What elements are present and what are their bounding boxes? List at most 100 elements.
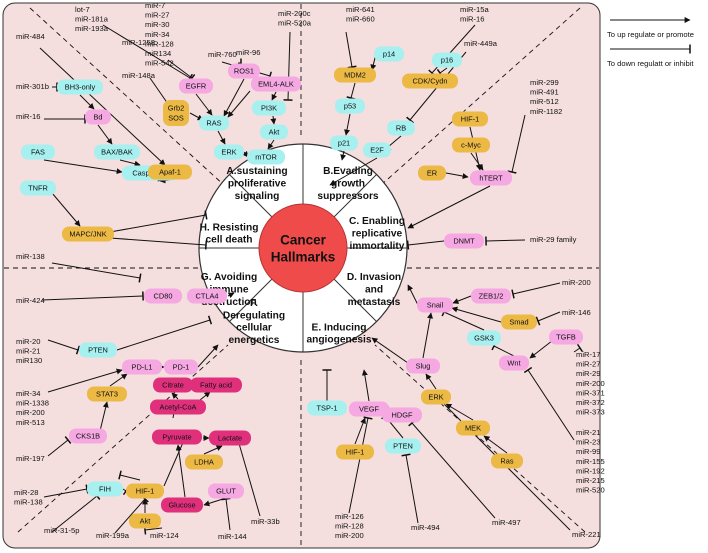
mirna-labels: lot-7miR-181amiR-193amiR-7miR-27miR-30mi… xyxy=(14,1,605,541)
node-tnfr-shape xyxy=(20,180,56,196)
node-fih-label: FIH xyxy=(99,485,111,494)
node-ras2-label: Ras xyxy=(500,457,513,466)
mirna-label-line: miR-155 xyxy=(576,457,605,466)
node-snail: Snail xyxy=(417,297,453,313)
node-p53: p53 xyxy=(335,98,365,114)
node-p14: p14 xyxy=(374,46,404,62)
node-egfr-shape xyxy=(179,78,213,94)
node-hdgf-shape xyxy=(382,407,422,423)
node-pten1-label: PTEN xyxy=(88,346,108,355)
hallmark-c-label: replicative xyxy=(352,229,403,240)
inhibit-connector xyxy=(143,525,163,535)
node-acoa-shape xyxy=(150,399,206,415)
node-citrate: Citrate xyxy=(153,377,193,393)
node-ros1-shape xyxy=(228,63,260,79)
promote-connector xyxy=(217,130,226,145)
mirna-mir138a: miR-138 xyxy=(16,252,45,261)
mirna-label-line: miR-21 xyxy=(576,428,600,437)
promote-connector xyxy=(227,90,251,118)
promote-connector xyxy=(43,159,123,175)
node-hif1f: HIF-1 xyxy=(126,483,164,499)
node-mapc-label: MAPC/JNK xyxy=(69,230,106,239)
node-htert-shape xyxy=(470,170,512,186)
mirna-mir148a: miR-148a xyxy=(122,71,156,80)
node-pyruvate: Pyruvate xyxy=(152,429,202,445)
mirna-label-line: miR-148a xyxy=(122,71,156,80)
mirna-mir301b: miR-301b xyxy=(16,82,49,91)
mirna-label-line: miR-27 xyxy=(145,11,169,20)
inhibit-connector xyxy=(102,24,193,83)
node-tsp1-label: TSP-1 xyxy=(317,404,338,413)
pathway-connectors xyxy=(39,24,584,535)
mirna-mir17: miR-17miR-27miR-29miR-200miR-371miR-372m… xyxy=(576,350,605,417)
mirna-mir7: miR-7miR-27miR-30miR-34miR-128miR134miR-… xyxy=(145,1,174,68)
mirna-label-line: miR-126 xyxy=(335,512,364,521)
node-pten2-label: PTEN xyxy=(393,442,413,451)
mirna-label-line: miR-424 xyxy=(16,296,45,305)
mirna-label-line: miR-1258 xyxy=(122,38,155,47)
legend: To up regulate or promote To down regula… xyxy=(607,17,694,68)
inhibit-connector xyxy=(167,59,196,83)
inhibit-connector xyxy=(436,67,448,78)
node-pten1-shape xyxy=(79,342,117,358)
node-lactate-label: Lactate xyxy=(218,434,242,443)
mirna-label-line: miR-15a xyxy=(460,5,489,14)
inhibit-connector xyxy=(507,114,526,174)
promote-connector xyxy=(452,295,472,304)
node-snail-label: Snail xyxy=(427,301,444,310)
node-ldha-shape xyxy=(185,454,223,470)
mirna-label-line: miR-484 xyxy=(16,32,45,41)
node-ldha: LDHA xyxy=(185,454,223,470)
node-pten1: PTEN xyxy=(79,342,117,358)
node-erk1-shape xyxy=(214,144,244,160)
node-ctla4-shape xyxy=(187,288,227,304)
node-p16-label: p16 xyxy=(441,56,453,65)
node-tnfr-label: TNFR xyxy=(28,184,48,193)
node-e2f: E2F xyxy=(363,142,391,158)
node-baxbak-shape xyxy=(94,144,140,160)
inhibit-connector xyxy=(51,262,142,283)
node-pd1-label: PD-1 xyxy=(173,363,190,372)
ring-divider xyxy=(229,174,273,218)
node-mek-label: MEK xyxy=(465,424,481,433)
mirna-label-line: miR-146 xyxy=(562,308,591,317)
node-pten2-shape xyxy=(385,438,421,454)
mirna-label-line: miR-96 xyxy=(236,48,260,57)
mirna-label-line: miR-449a xyxy=(464,39,498,48)
mirna-label-line: miR-29 family xyxy=(530,235,577,244)
hallmark-g-label: destruction xyxy=(201,297,256,308)
legend-promote-label: To up regulate or promote xyxy=(607,30,694,39)
ring-divider xyxy=(333,174,377,218)
node-acoa: Acetyl-CoA xyxy=(150,399,206,415)
inhibit-connector xyxy=(118,470,141,481)
mirna-label-line: miR-497 xyxy=(492,518,521,527)
node-wnt-label: Wnt xyxy=(507,359,520,368)
node-zeb-label: ZEB1/2 xyxy=(479,292,504,301)
node-tsp1-shape xyxy=(307,400,347,416)
node-p16-shape xyxy=(432,52,462,68)
hallmark-b-label: suppressors xyxy=(317,191,378,202)
node-pyruvate-label: Pyruvate xyxy=(162,433,191,442)
mirna-label-line: miR-17 xyxy=(576,350,600,359)
hallmark-e-label: E. Inducing xyxy=(312,322,367,333)
node-p21-shape xyxy=(330,135,358,151)
node-pi3k: PI3K xyxy=(252,100,286,116)
node-mtor: mTOR xyxy=(247,149,285,165)
inhibit-connector xyxy=(346,82,356,100)
inhibit-connector xyxy=(47,339,81,355)
node-pyruvate-shape xyxy=(152,429,202,445)
node-cks1b: CKS1B xyxy=(69,428,107,444)
promote-connector xyxy=(270,115,277,125)
hallmark-d-label: and xyxy=(365,285,383,296)
mirna-label-line: miR-28 xyxy=(14,488,38,497)
mirna-label-line: miR-34 xyxy=(16,389,40,398)
node-fih-shape xyxy=(87,481,123,497)
node-apaf: Apaf-1 xyxy=(148,164,192,180)
mirna-label-line: miR-7 xyxy=(145,1,165,10)
mirna-mir16a: miR-16 xyxy=(16,112,40,121)
inhibit-connector xyxy=(114,495,149,534)
node-eml4-shape xyxy=(251,76,301,92)
